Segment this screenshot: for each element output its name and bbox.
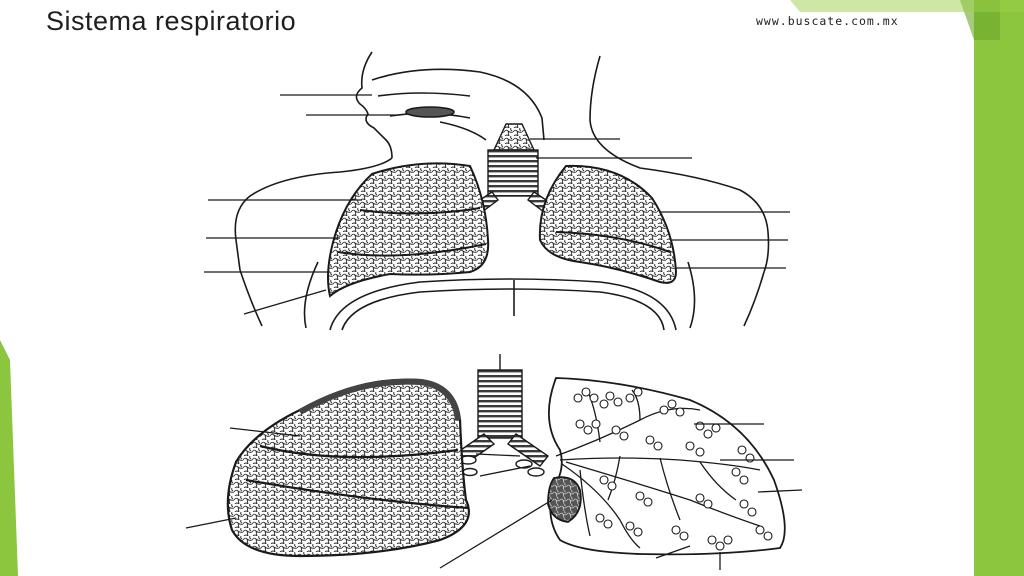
slide-title: Sistema respiratorio [46, 6, 297, 36]
upper-torso-figure [234, 51, 770, 331]
label-line-bronchus [475, 453, 521, 457]
trachea-lower [477, 369, 523, 439]
label-line-bronchiole [479, 465, 531, 477]
upper-lung-left-fissure1 [359, 207, 481, 215]
head-back-curve [371, 68, 545, 141]
lower-label-lines [185, 423, 803, 570]
neck-right [589, 55, 770, 273]
lower-lung-right-outline [547, 377, 786, 556]
left-arm [239, 269, 263, 327]
upper-lung-right-fissure [555, 231, 671, 253]
upper-lung-left [327, 162, 490, 298]
throat-line [439, 121, 487, 141]
lower-lung-left [226, 378, 470, 558]
diaphragm-inner [341, 288, 665, 331]
label-line-lower-bottom-1 [655, 545, 691, 559]
lower-right-lung [547, 377, 786, 556]
lower-lung-left-fissure2 [245, 478, 469, 510]
green-wedge-left [0, 340, 18, 576]
vessel-left-2 [462, 467, 478, 477]
lower-lung-left-outline-band [298, 378, 461, 421]
vessel-right-2 [527, 467, 545, 477]
watermark-text: www.buscate.com.mx [756, 14, 899, 28]
label-line-lower-left-1 [229, 427, 301, 437]
upper-lungs [327, 162, 678, 298]
lower-airway [456, 354, 550, 477]
tongue [405, 106, 455, 118]
upper-airway [472, 123, 554, 213]
neck-left [234, 157, 393, 271]
green-bar-right [974, 0, 1024, 576]
upper-label-lines [204, 94, 790, 315]
bronchus-right-lower [506, 433, 550, 467]
face-profile [355, 51, 393, 159]
right-arm [743, 271, 765, 327]
lower-lung-left-fissure1 [259, 444, 459, 459]
upper-lung-right [538, 164, 678, 284]
green-corner-top [790, 0, 1024, 12]
lower-left-lung [226, 378, 470, 558]
diaphragm [329, 278, 677, 331]
nasal-cavity [377, 92, 471, 97]
lower-lung-right-dark-lobe [547, 476, 582, 523]
ribcage-outline [303, 261, 696, 329]
label-line-lower-right-3 [757, 489, 803, 493]
trachea-upper [487, 149, 539, 197]
label-line-lower-center [439, 499, 553, 569]
label-line-upper-left-4 [243, 289, 327, 315]
alveoli-clusters [573, 387, 773, 551]
upper-lung-left-fissure2 [337, 243, 487, 257]
larynx [492, 123, 536, 151]
label-line-lower-left-2 [185, 517, 237, 529]
